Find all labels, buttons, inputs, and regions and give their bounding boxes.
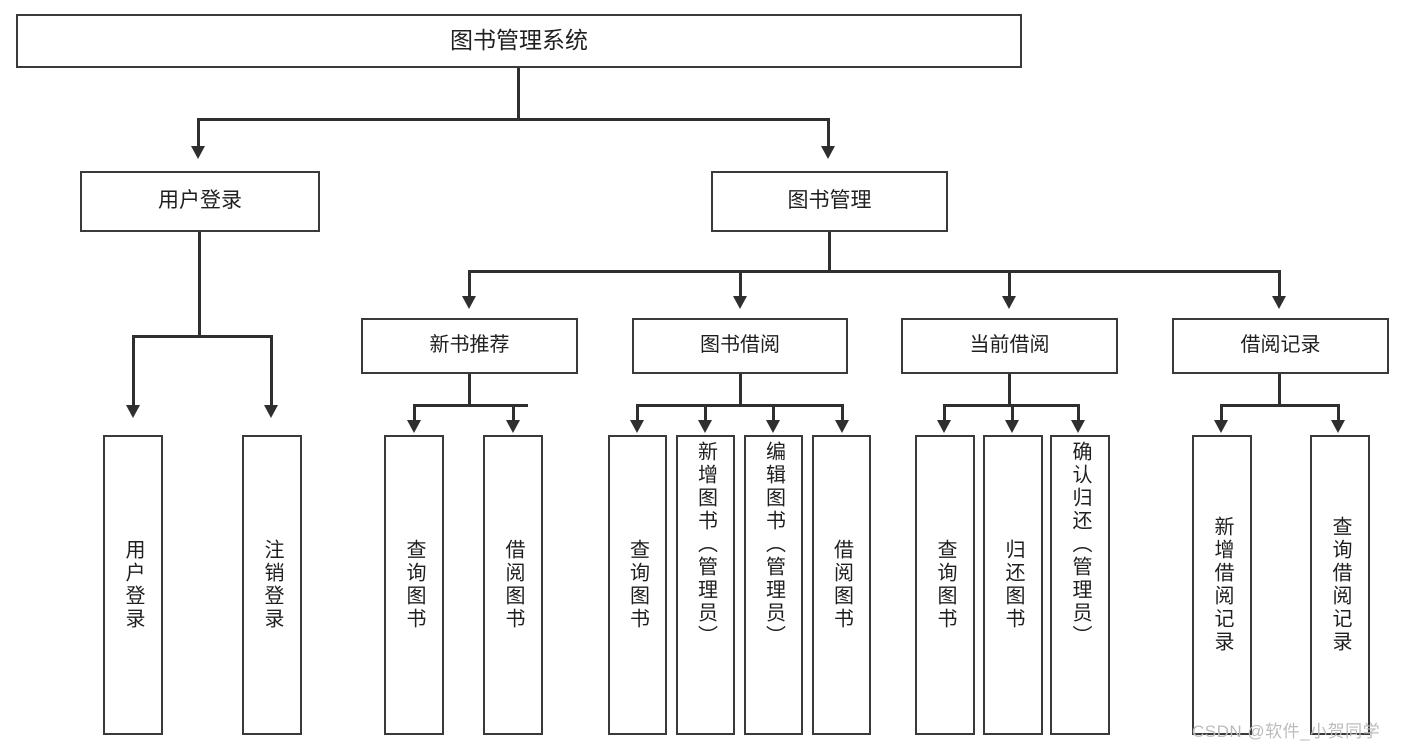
node-label: 新书推荐	[429, 334, 510, 357]
leaf-query-book-current[interactable]: 查询图书	[915, 435, 975, 735]
connector-bm-to-current-borrow	[1008, 270, 1011, 298]
arrow-root-to-user-login	[191, 146, 205, 159]
connector-user-login-to-leaf-2	[270, 335, 273, 407]
connector-new-book-bus	[413, 404, 528, 407]
leaf-add-book-admin[interactable]: 新增图书（管理员）	[676, 435, 735, 735]
leaf-label: 查询图书	[934, 539, 956, 631]
connector-root-bus	[197, 118, 830, 121]
leaf-query-borrow-record[interactable]: 查询借阅记录	[1310, 435, 1370, 735]
connector-root-stem	[517, 68, 520, 118]
node-label: 借阅记录	[1240, 334, 1321, 357]
connector-book-borrow-stem	[739, 374, 742, 406]
connector-user-login-stem	[198, 232, 201, 337]
leaf-user-login[interactable]: 用户登录	[103, 435, 163, 735]
leaf-borrow-book-recommend[interactable]: 借阅图书	[483, 435, 543, 735]
arrow-new-book-to-leaf-1	[407, 420, 421, 433]
node-borrow-record[interactable]: 借阅记录	[1172, 318, 1389, 374]
arrow-current-borrow-to-leaf-3	[1071, 420, 1085, 433]
connector-book-borrow-bus	[636, 404, 844, 407]
arrow-root-to-book-management	[821, 146, 835, 159]
node-label: 图书借阅	[700, 334, 780, 357]
arrow-current-borrow-to-leaf-2	[1005, 420, 1019, 433]
leaf-user-logout[interactable]: 注销登录	[242, 435, 302, 735]
arrow-book-borrow-to-leaf-3	[766, 420, 780, 433]
leaf-label: 新增借阅记录	[1211, 516, 1233, 654]
connector-root-to-book-management	[827, 118, 830, 148]
leaf-label: 新增图书（管理员）	[694, 441, 717, 648]
leaf-confirm-return-admin[interactable]: 确认归还（管理员）	[1050, 435, 1110, 735]
connector-current-borrow-to-leaf-3	[1077, 404, 1080, 422]
arrow-user-login-to-leaf-1	[126, 405, 140, 418]
node-user-login[interactable]: 用户登录	[80, 171, 320, 232]
leaf-label: 确认归还（管理员）	[1069, 441, 1091, 648]
arrow-user-login-to-leaf-2	[264, 405, 278, 418]
leaf-query-book-recommend[interactable]: 查询图书	[384, 435, 444, 735]
node-root-book-management-system[interactable]: 图书管理系统	[16, 14, 1022, 68]
node-label: 当前借阅	[969, 334, 1050, 357]
arrow-bm-to-book-borrow	[733, 296, 747, 309]
leaf-query-book-borrow[interactable]: 查询图书	[608, 435, 667, 735]
node-book-borrow[interactable]: 图书借阅	[632, 318, 848, 374]
leaf-label: 查询图书	[626, 539, 649, 631]
connector-borrow-record-stem	[1278, 374, 1281, 406]
leaf-label: 编辑图书（管理员）	[762, 441, 785, 648]
leaf-return-book[interactable]: 归还图书	[983, 435, 1043, 735]
leaf-label: 借阅图书	[830, 539, 853, 631]
csdn-watermark: CSDN @软件_小贺同学	[1192, 722, 1381, 741]
leaf-label: 归还图书	[1002, 539, 1024, 631]
node-label: 图书管理	[787, 189, 872, 213]
connector-borrow-record-bus	[1220, 404, 1340, 407]
connector-new-book-to-leaf-2	[512, 404, 515, 422]
connector-book-management-bus	[468, 270, 1281, 273]
connector-book-borrow-to-leaf-1	[636, 404, 639, 422]
leaf-label: 注销登录	[261, 539, 283, 631]
connector-bm-to-borrow-record	[1278, 270, 1281, 298]
arrow-borrow-record-to-leaf-1	[1214, 420, 1228, 433]
node-label: 图书管理系统	[450, 27, 588, 54]
connector-bm-to-new-book	[468, 270, 471, 298]
arrow-book-borrow-to-leaf-2	[698, 420, 712, 433]
leaf-label: 查询借阅记录	[1329, 516, 1351, 654]
leaf-label: 借阅图书	[502, 539, 524, 631]
connector-root-to-user-login	[197, 118, 200, 148]
connector-new-book-stem	[468, 374, 471, 406]
node-current-borrow[interactable]: 当前借阅	[901, 318, 1118, 374]
arrow-bm-to-borrow-record	[1272, 296, 1286, 309]
node-new-book-recommend[interactable]: 新书推荐	[361, 318, 578, 374]
node-book-management[interactable]: 图书管理	[711, 171, 948, 232]
connector-new-book-to-leaf-1	[413, 404, 416, 422]
connector-book-borrow-to-leaf-4	[841, 404, 844, 422]
connector-bm-to-book-borrow	[739, 270, 742, 298]
connector-user-login-bus	[132, 335, 270, 338]
connector-user-login-to-leaf-1	[132, 335, 135, 407]
connector-current-borrow-to-leaf-2	[1011, 404, 1014, 422]
leaf-edit-book-admin[interactable]: 编辑图书（管理员）	[744, 435, 803, 735]
node-label: 用户登录	[158, 189, 242, 213]
leaf-label: 查询图书	[403, 539, 425, 631]
leaf-label: 用户登录	[122, 539, 144, 631]
connector-book-management-stem	[828, 232, 831, 272]
connector-book-borrow-to-leaf-2	[704, 404, 707, 422]
arrow-book-borrow-to-leaf-1	[630, 420, 644, 433]
arrow-bm-to-new-book	[462, 296, 476, 309]
arrow-bm-to-current-borrow	[1002, 296, 1016, 309]
connector-borrow-record-to-leaf-2	[1337, 404, 1340, 422]
connector-borrow-record-to-leaf-1	[1220, 404, 1223, 422]
leaf-add-borrow-record[interactable]: 新增借阅记录	[1192, 435, 1252, 735]
connector-book-borrow-to-leaf-3	[772, 404, 775, 422]
arrow-book-borrow-to-leaf-4	[835, 420, 849, 433]
arrow-new-book-to-leaf-2	[506, 420, 520, 433]
connector-current-borrow-to-leaf-1	[943, 404, 946, 422]
arrow-borrow-record-to-leaf-2	[1331, 420, 1345, 433]
leaf-borrow-book[interactable]: 借阅图书	[812, 435, 871, 735]
connector-current-borrow-stem	[1008, 374, 1011, 406]
arrow-current-borrow-to-leaf-1	[937, 420, 951, 433]
